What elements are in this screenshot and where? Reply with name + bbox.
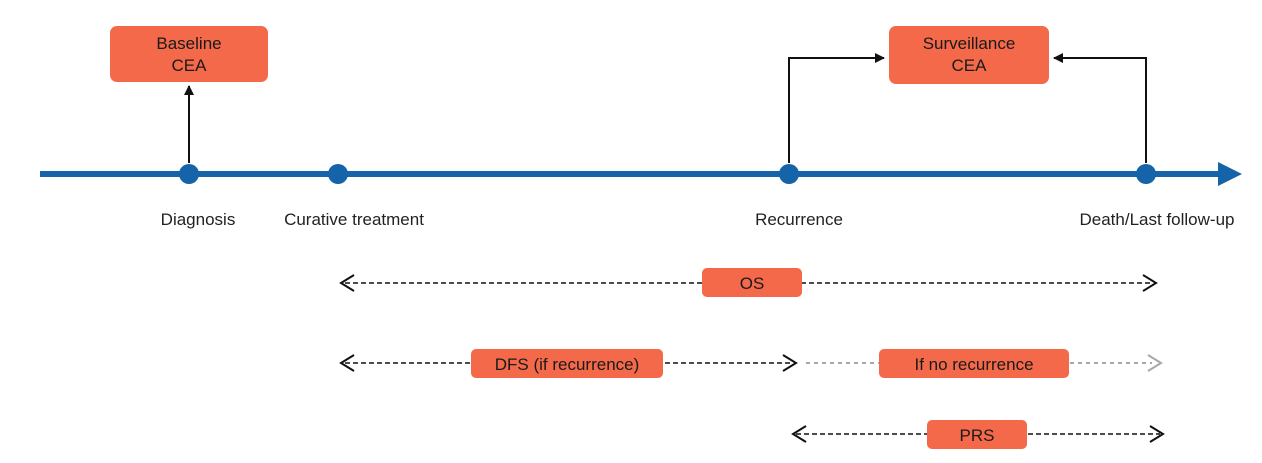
prs-label-box (927, 420, 1027, 449)
surveillance-cea-line1: Surveillance (923, 34, 1016, 53)
dfs-left-arrowhead (339, 354, 355, 372)
surveillance-cea-group: Surveillance CEA (788, 26, 1147, 163)
os-left-arrowhead (339, 274, 355, 292)
baseline-cea-box (110, 26, 268, 82)
surveillance-arrow-from-recurrence (788, 53, 885, 163)
no-recurrence-label-box (879, 349, 1069, 378)
interval-no-recurrence: If no recurrence (806, 349, 1163, 378)
baseline-cea-group: Baseline CEA (110, 26, 268, 163)
dfs-right-arrowhead (782, 354, 798, 372)
milestone-label-death-last-follow-up: Death/Last follow-up (1080, 210, 1235, 229)
surveillance-arrow-from-death (1053, 53, 1147, 163)
timeline (40, 162, 1242, 186)
milestone-dot-death-last-follow-up (1136, 164, 1156, 184)
os-label-box (702, 268, 802, 297)
milestone-label-curative-treatment: Curative treatment (284, 210, 424, 229)
interval-os: OS (339, 268, 1158, 297)
prs-label: PRS (960, 426, 995, 445)
milestone-labels: Diagnosis Curative treatment Recurrence … (161, 210, 1235, 229)
interval-prs: PRS (791, 420, 1165, 449)
timeline-arrowhead (1218, 162, 1242, 186)
baseline-cea-line1: Baseline (156, 34, 221, 53)
milestone-label-recurrence: Recurrence (755, 210, 843, 229)
milestone-dot-diagnosis (179, 164, 199, 184)
os-right-arrowhead (1142, 274, 1158, 292)
surveillance-cea-line2: CEA (952, 56, 988, 75)
dfs-label-box (471, 349, 663, 378)
prs-right-arrowhead (1149, 425, 1165, 443)
no-recurrence-label: If no recurrence (914, 355, 1033, 374)
no-recurrence-right-arrowhead (1147, 354, 1163, 372)
interval-dfs: DFS (if recurrence) (339, 349, 798, 378)
milestone-dot-curative-treatment (328, 164, 348, 184)
prs-left-arrowhead (791, 425, 807, 443)
dfs-label: DFS (if recurrence) (495, 355, 640, 374)
os-label: OS (740, 274, 765, 293)
milestone-dot-recurrence (779, 164, 799, 184)
milestone-label-diagnosis: Diagnosis (161, 210, 236, 229)
surveillance-cea-box (889, 26, 1049, 84)
baseline-cea-line2: CEA (172, 56, 208, 75)
